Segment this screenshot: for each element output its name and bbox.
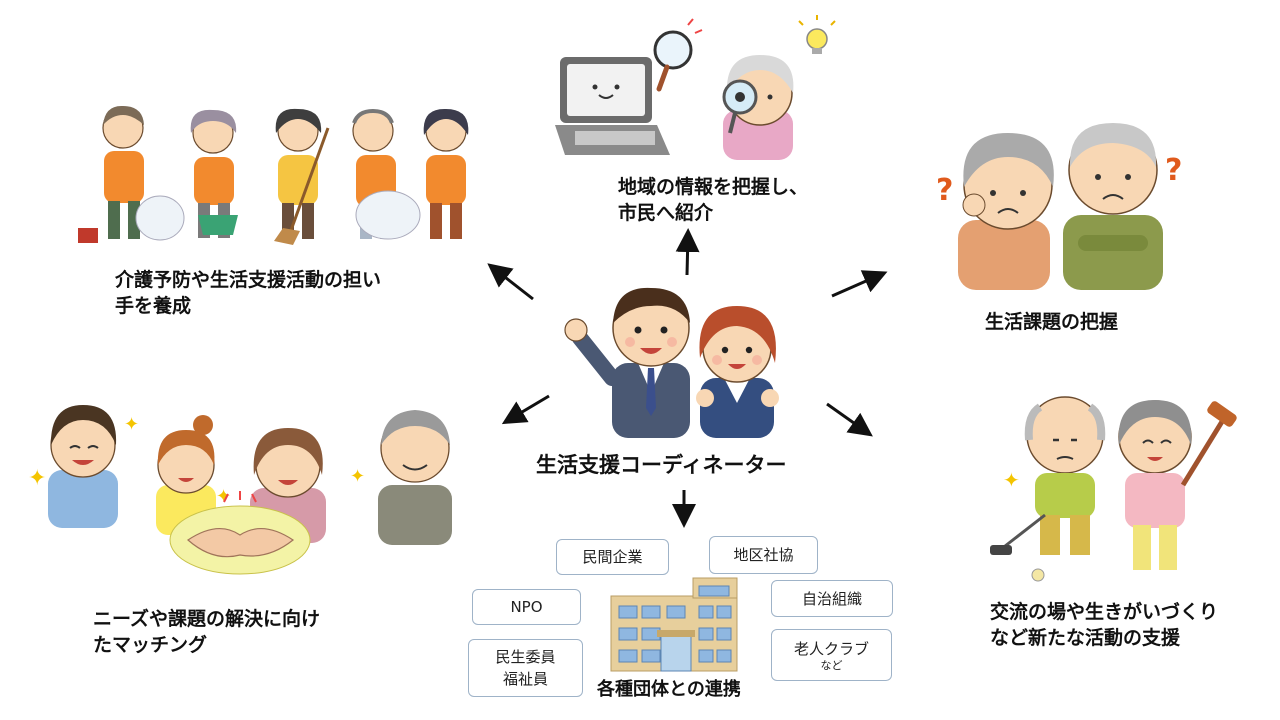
puzzled-seniors-illustration: ? ?	[928, 105, 1198, 290]
org-welfare-commissioners: 民生委員 福祉員	[468, 639, 583, 697]
svg-text:✦: ✦	[216, 486, 231, 507]
svg-text:✦: ✦	[124, 414, 139, 435]
org-district-council: 地区社協	[709, 536, 818, 574]
building-icon	[609, 578, 739, 673]
org-district-council-label: 地区社協	[733, 544, 793, 566]
role-bottom-right-line1: 交流の場や生きがいづくり	[990, 599, 1218, 626]
arrow-lower-left	[507, 396, 549, 421]
org-seniors-club-note: など	[821, 660, 843, 672]
information-illustration	[555, 15, 845, 165]
role-top-left-line1: 介護予防や生活支援活動の担い	[115, 267, 381, 294]
org-welfare-commissioner-label-1: 民生委員	[495, 646, 555, 668]
role-top-line1: 地域の情報を把握し、	[618, 174, 808, 201]
org-welfare-commissioner-label-2: 福祉員	[503, 668, 548, 690]
volunteers-illustration	[78, 103, 478, 253]
role-bottom-left-line2: たマッチング	[93, 632, 207, 659]
role-top-line2: 市民へ紹介	[618, 200, 713, 227]
org-self-governing-label: 自治組織	[802, 588, 862, 610]
arrow-lower-right	[827, 404, 868, 433]
role-top-left-line2: 手を養成	[115, 293, 191, 320]
organizations-caption: 各種団体との連携	[597, 676, 741, 703]
org-private-company: 民間企業	[556, 539, 669, 575]
role-bottom-right-line2: など新たな活動の支援	[990, 625, 1180, 652]
coordinators-illustration	[560, 268, 820, 438]
svg-text:✦: ✦	[350, 466, 365, 487]
role-bottom-left-line1: ニーズや課題の解決に向け	[93, 606, 320, 633]
org-seniors-club: 老人クラブ など	[771, 629, 892, 681]
arrow-upper-right	[832, 274, 882, 296]
svg-text:?: ?	[936, 173, 953, 208]
svg-text:✦: ✦	[28, 466, 46, 491]
org-npo: NPO	[472, 589, 581, 625]
org-seniors-club-label: 老人クラブ	[794, 638, 869, 660]
gateball-seniors-illustration: ✦	[985, 385, 1245, 585]
org-self-governing: 自治組織	[771, 580, 893, 617]
role-top-right-line1: 生活課題の把握	[985, 309, 1118, 336]
svg-text:✦: ✦	[1003, 468, 1020, 492]
coordinator-title: 生活支援コーディネーター	[536, 452, 787, 479]
org-npo-label: NPO	[510, 596, 542, 618]
matching-illustration: ✦ ✦ ✦ ✦	[28, 390, 468, 575]
svg-text:?: ?	[1165, 153, 1182, 188]
arrow-upper-left	[492, 267, 533, 299]
org-private-company-label: 民間企業	[582, 546, 642, 568]
